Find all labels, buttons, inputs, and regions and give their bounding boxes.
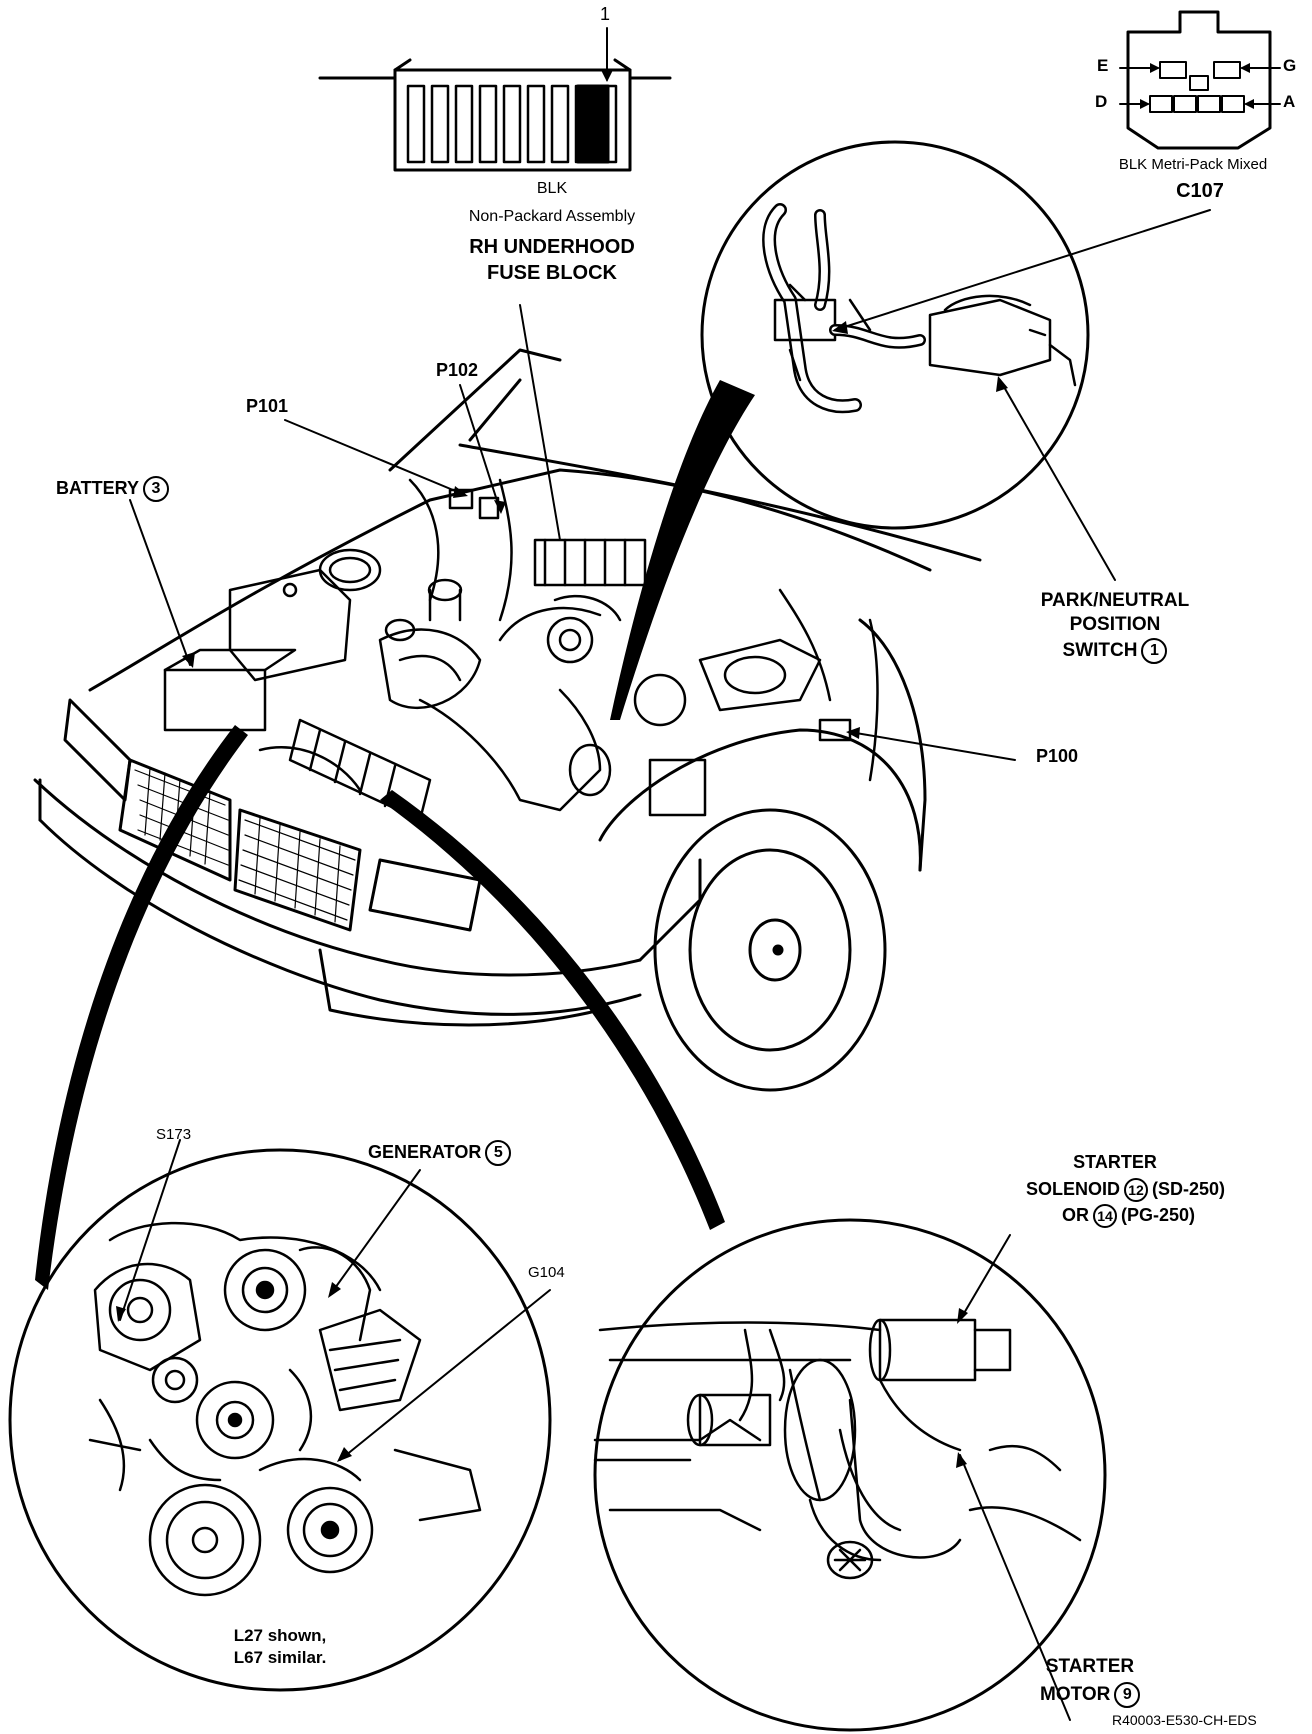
label-park-neutral-line1: PARK/NEUTRAL	[1040, 590, 1190, 611]
engine-bay-drawing	[163, 478, 879, 822]
c107-connector-face-drawing	[1119, 10, 1281, 150]
fuse-block-connector-drawing	[318, 27, 672, 172]
fuse-block-pin-1-highlight	[576, 84, 610, 164]
generator-text: GENERATOR	[368, 1141, 482, 1162]
fuse-block-title-line1: RH UNDERHOOD	[469, 236, 635, 258]
label-p102: P102	[436, 360, 479, 380]
starter-motor-ref-circle: 9	[1114, 1682, 1141, 1708]
solenoid-or-text: OR	[1062, 1204, 1089, 1225]
c107-pin-g: G	[1283, 56, 1297, 75]
label-g104: G104	[528, 1264, 565, 1281]
fuse-block-color: BLK	[536, 180, 568, 197]
c107-pin-d: D	[1095, 92, 1108, 111]
label-s173: S173	[156, 1126, 192, 1143]
label-starter-solenoid-line1: STARTER	[1073, 1152, 1157, 1172]
fuse-block-pin-number: 1	[600, 4, 611, 24]
c107-id: C107	[1176, 180, 1224, 202]
fuse-block-assembly: Non-Packard Assembly	[468, 208, 636, 225]
park-neutral-detail-view	[700, 140, 1090, 530]
park-neutral-ref-circle: 1	[1141, 638, 1168, 664]
car-front-drawing	[33, 348, 982, 1092]
label-p101: P101	[246, 396, 289, 416]
label-p100: P100	[1036, 746, 1079, 766]
label-park-neutral-line2: POSITION	[1069, 614, 1161, 635]
starter-motor-text: MOTOR	[1040, 1684, 1111, 1706]
label-engine-note-line1: L27 shown,	[233, 1626, 327, 1645]
label-starter-motor-line1: STARTER	[1045, 1656, 1135, 1677]
starter-detail-view	[593, 1218, 1107, 1732]
engine-detail-view	[8, 1148, 552, 1692]
solenoid-note-b: (PG-250)	[1121, 1204, 1196, 1225]
solenoid-ref-b-circle: 14	[1093, 1204, 1117, 1228]
battery-text: BATTERY	[56, 477, 139, 498]
generator-ref-circle: 5	[485, 1140, 512, 1166]
figure-code: R40003-E530-CH-EDS	[1112, 1712, 1257, 1728]
c107-description: BLK Metri-Pack Mixed	[1118, 156, 1268, 173]
fuse-block-title-line2: FUSE BLOCK	[487, 262, 617, 284]
battery-ref-circle: 3	[143, 476, 169, 502]
park-neutral-switch-text: SWITCH	[1062, 640, 1138, 662]
solenoid-ref-a-circle: 12	[1124, 1178, 1149, 1202]
solenoid-note-a: (SD-250)	[1152, 1178, 1226, 1199]
c107-pin-a: A	[1283, 92, 1296, 111]
leader-lines	[116, 209, 1211, 1721]
c107-pin-e: E	[1097, 56, 1109, 75]
detail-callout-swoosh-top	[610, 380, 755, 720]
label-engine-note-line2: L67 similar.	[233, 1648, 327, 1667]
starter-solenoid-text: SOLENOID	[1026, 1178, 1121, 1199]
